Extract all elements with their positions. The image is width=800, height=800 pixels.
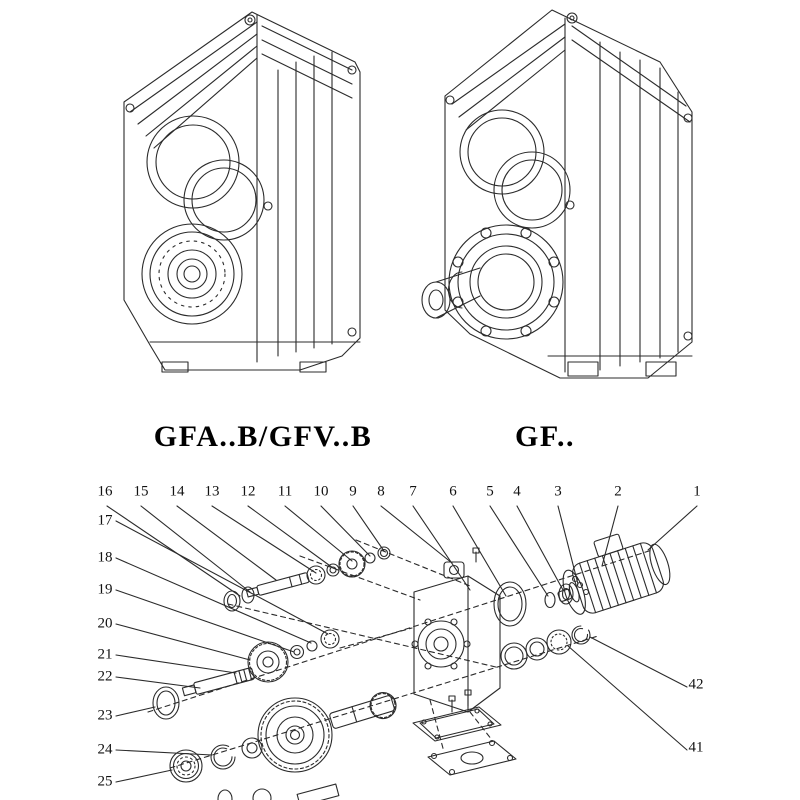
callout-22: 22 <box>97 668 113 685</box>
callout-5: 5 <box>486 483 494 500</box>
callout-20: 20 <box>97 615 113 632</box>
callout-25: 25 <box>97 773 113 790</box>
part-motor-fasteners <box>493 575 590 627</box>
callout-10: 10 <box>313 483 329 500</box>
callout-41: 41 <box>688 739 704 756</box>
part-housing <box>411 547 501 713</box>
callout-21: 21 <box>97 646 113 663</box>
callout-16: 16 <box>97 483 113 500</box>
model-title-gf: GF.. <box>515 420 575 453</box>
callout-23: 23 <box>97 707 113 724</box>
callout-6: 6 <box>449 483 457 500</box>
callout-24: 24 <box>97 741 113 758</box>
callout-4: 4 <box>513 483 521 500</box>
part-input-shaft-cluster <box>223 546 391 612</box>
model-title-gfa: GFA..B/GFV..B <box>153 420 373 453</box>
gearbox-drawing-gf <box>421 9 693 379</box>
part-output-rings <box>500 625 591 670</box>
callout-12: 12 <box>240 483 256 500</box>
callout-1: 1 <box>693 483 701 500</box>
callout-19: 19 <box>97 581 113 598</box>
exploded-view <box>106 505 698 800</box>
callout-13: 13 <box>204 483 220 500</box>
gearbox-drawing-gfa <box>123 11 361 373</box>
callout-42: 42 <box>688 676 704 693</box>
part-output-gear-cluster <box>169 692 397 800</box>
callout-8: 8 <box>377 483 385 500</box>
callout-2: 2 <box>614 483 622 500</box>
callout-15: 15 <box>133 483 149 500</box>
callout-3: 3 <box>554 483 562 500</box>
part-motor <box>557 533 671 615</box>
callout-14: 14 <box>169 483 185 500</box>
callout-7: 7 <box>409 483 417 500</box>
callout-17: 17 <box>97 512 113 529</box>
part-gasket-cover <box>412 689 517 776</box>
callout-9: 9 <box>349 483 357 500</box>
callout-11: 11 <box>277 483 293 500</box>
leader-lines <box>106 505 698 783</box>
callout-18: 18 <box>97 549 113 566</box>
